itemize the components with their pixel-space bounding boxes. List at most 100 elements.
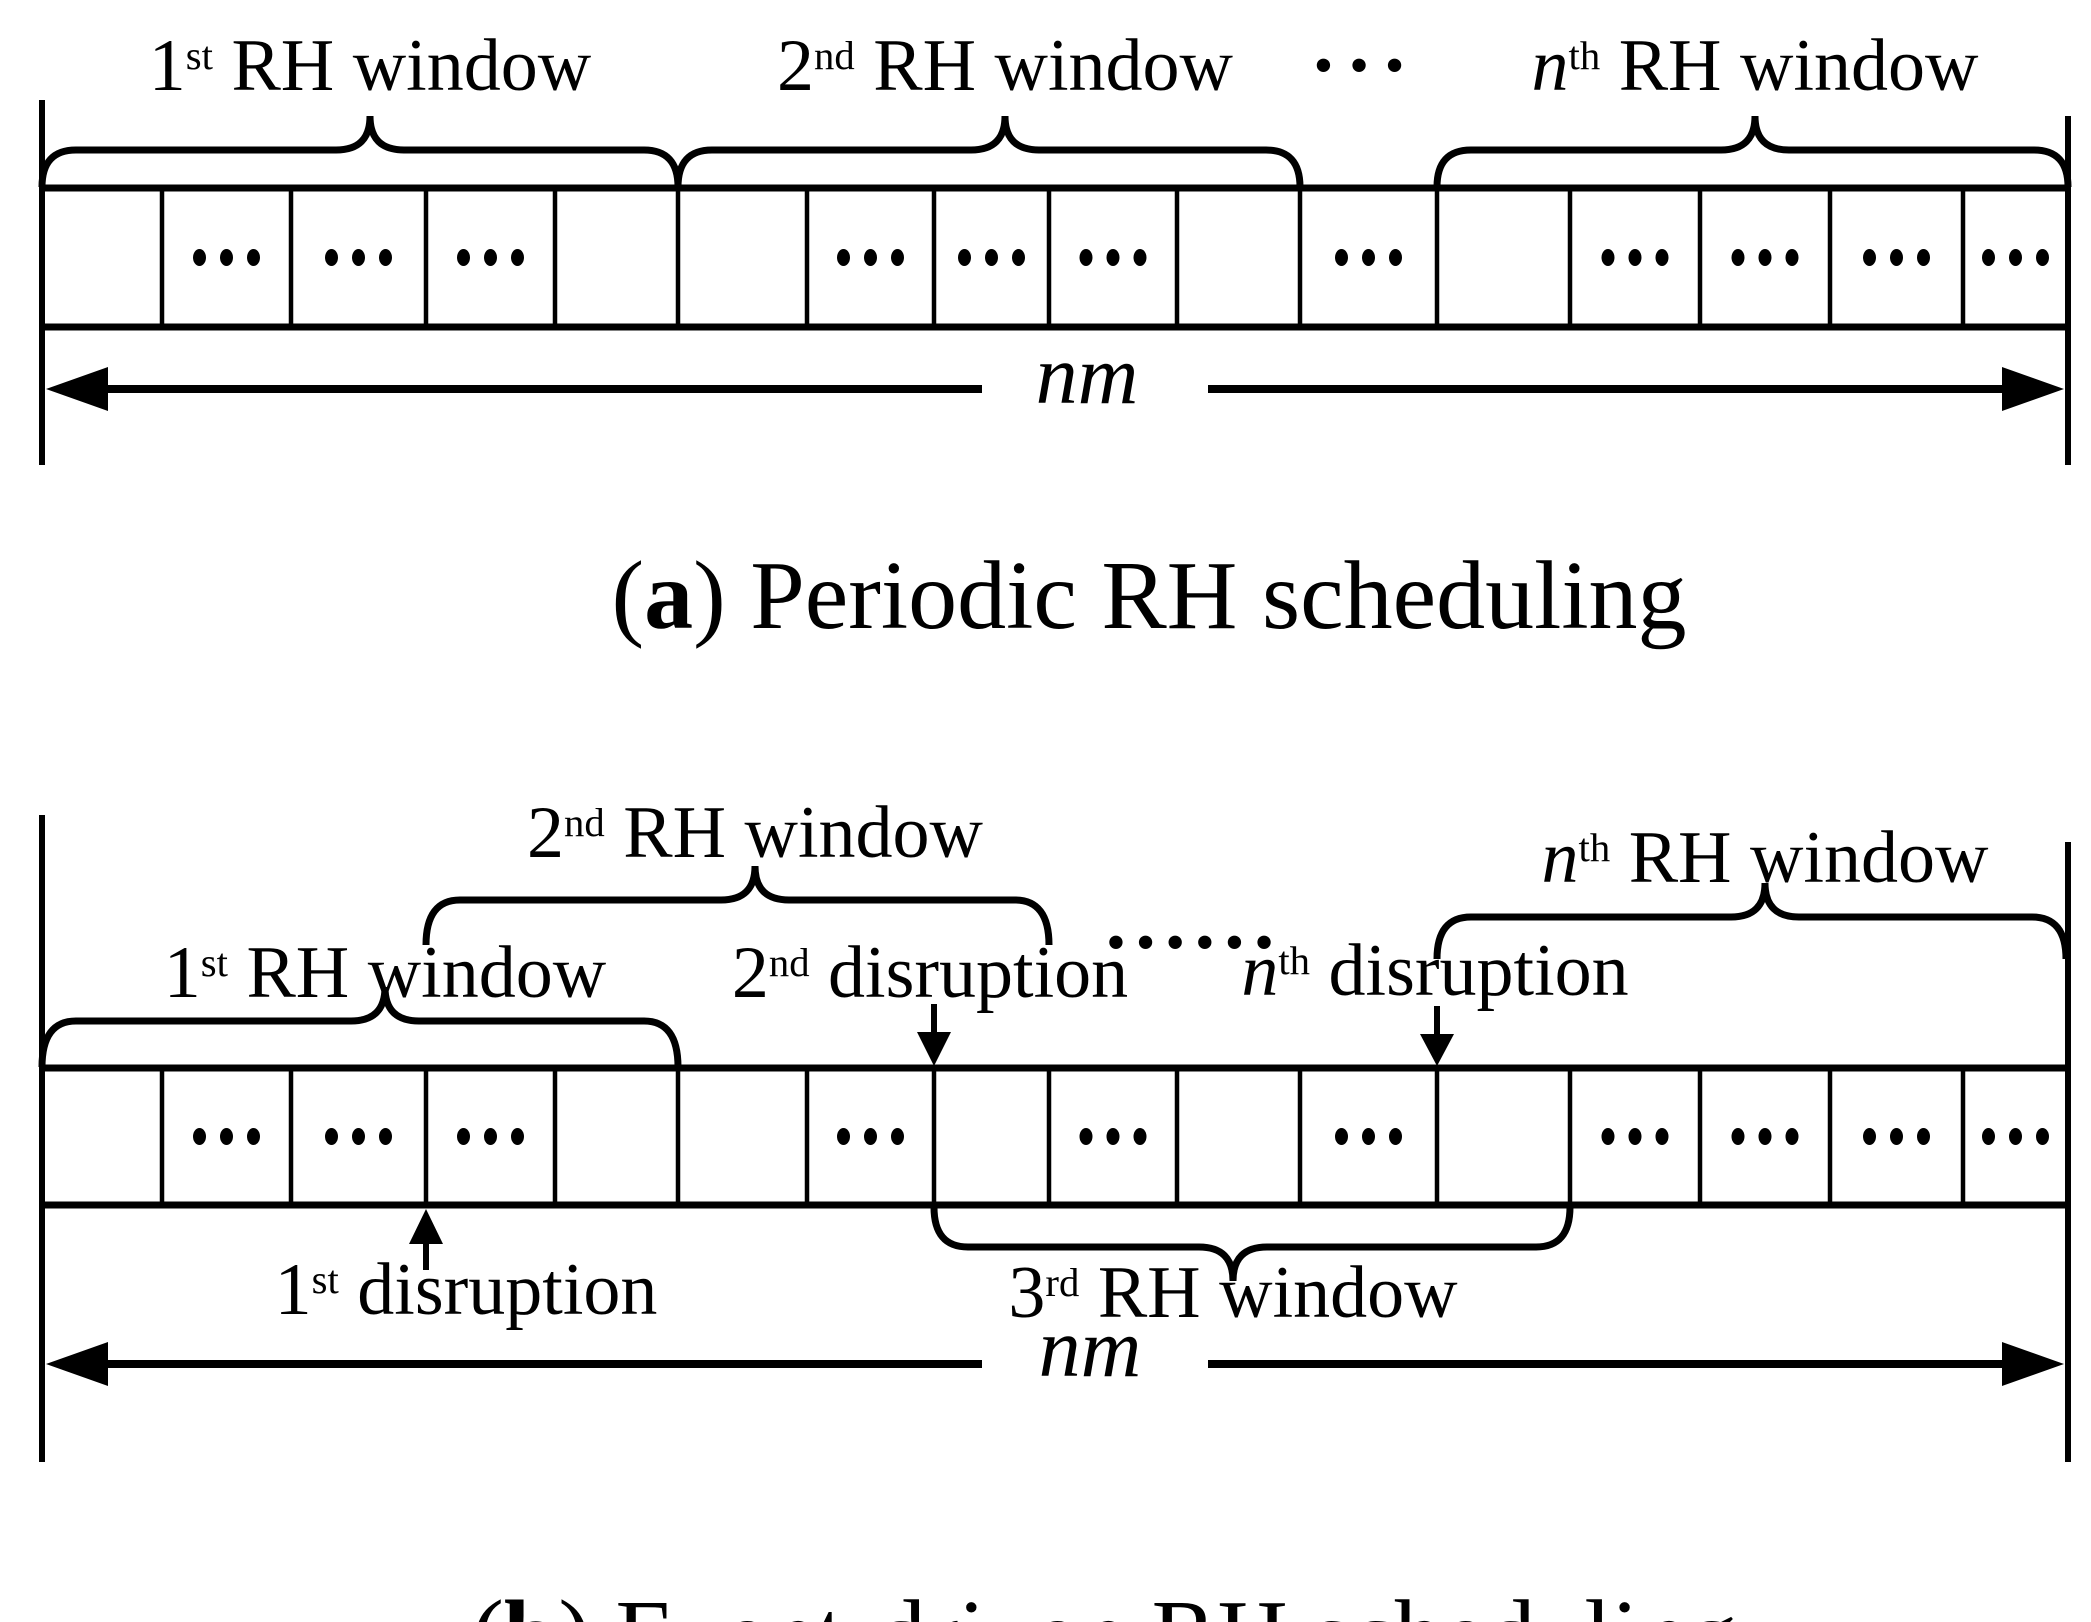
cell-ellipsis-dot — [379, 249, 392, 266]
cell-ellipsis-dot — [1758, 249, 1772, 266]
label-b-window-n: nth RH window — [1541, 817, 1989, 899]
cell-ellipsis-dot — [1917, 249, 1930, 266]
cell-ellipsis-dot — [457, 249, 470, 266]
cell-ellipsis-dot — [325, 1128, 338, 1145]
cell-ellipsis-dot — [220, 249, 233, 266]
cell-ellipsis-dot — [1731, 249, 1745, 266]
brace-b-window-2 — [422, 865, 1053, 946]
cell-ellipsis-dot — [193, 1128, 206, 1145]
cell-ellipsis-dot — [1982, 249, 1995, 266]
brace-a-window-1 — [38, 115, 682, 188]
cell-ellipsis-dot — [1079, 1128, 1093, 1145]
cell-ellipsis-dot — [511, 1128, 524, 1145]
nm-arrow-a — [46, 367, 2064, 411]
cell-borders — [39, 1068, 2071, 1205]
cell-ellipsis-dot — [193, 249, 206, 266]
cell-ellipsis-dot — [1362, 1128, 1375, 1145]
cell-ellipsis-dot — [2036, 1128, 2049, 1145]
cell-ellipsis-dot — [837, 1128, 850, 1145]
cell-ellipsis-dot — [1335, 249, 1348, 266]
arrow-disruption-2 — [917, 1004, 951, 1066]
cell-borders — [39, 188, 2071, 327]
nm-arrow-a-right-head — [2002, 367, 2064, 411]
label-b-window-1: 1st RH window — [163, 932, 607, 1014]
ellipsis-b-between-disruptions: •••••• — [1106, 912, 1284, 974]
cell-ellipsis-dot — [891, 249, 904, 266]
cell-ellipsis-dot — [864, 249, 877, 266]
label-a-window-2: 2nd RH window — [777, 25, 1233, 107]
cell-ellipsis-dot — [1982, 1128, 1995, 1145]
caption-a: (a) Periodic RH scheduling — [611, 542, 1687, 650]
cell-ellipsis-dot — [511, 249, 524, 266]
brace-b-window-n — [1433, 882, 2070, 960]
cell-ellipsis-dot — [484, 249, 497, 266]
timeline-row-a — [39, 184, 2071, 331]
cell-ellipsis-dot — [484, 1128, 497, 1145]
cell-ellipsis-dot — [1785, 249, 1799, 266]
label-a-nm: nm — [1035, 329, 1139, 422]
cell-ellipsis-dot — [379, 1128, 392, 1145]
cell-ellipsis-dot — [1601, 249, 1615, 266]
cell-ellipsis-dot — [1863, 1128, 1876, 1145]
label-b-disruption-1: 1st disruption — [274, 1249, 658, 1331]
cell-ellipsis-dot — [1389, 1128, 1402, 1145]
ellipsis-a-between-windows: ••• — [1313, 35, 1421, 97]
nm-arrow-b — [46, 1342, 2064, 1386]
label-b-window-2: 2nd RH window — [527, 792, 983, 874]
disruption-arrows — [409, 1004, 1454, 1270]
cell-ellipsis-dot — [1731, 1128, 1745, 1145]
nm-arrow-b-left-head — [46, 1342, 108, 1386]
brace-a-window-2 — [674, 115, 1304, 188]
cell-ellipsis-dot — [220, 1128, 233, 1145]
row-border-horizontal — [42, 184, 2068, 331]
label-a-window-n: nth RH window — [1531, 25, 1979, 107]
cell-ellipsis-dot — [1106, 249, 1120, 266]
cell-ellipsis-dot — [1863, 249, 1876, 266]
cell-ellipsis-dot — [247, 1128, 260, 1145]
cell-ellipsis-dot — [1628, 249, 1642, 266]
label-b-disruption-n: nth disruption — [1241, 930, 1629, 1012]
cell-ellipsis-dot — [1079, 249, 1093, 266]
cell-ellipsis-dot — [2009, 1128, 2022, 1145]
label-a-window-1: 1st RH window — [148, 25, 592, 107]
cell-ellipsis-dot — [837, 249, 850, 266]
braces-b — [38, 865, 2070, 1282]
cell-ellipsis-dot — [985, 249, 998, 266]
timeline-row-b — [39, 1064, 2071, 1209]
cell-ellipsis-dot — [891, 1128, 904, 1145]
label-b-disruption-2: 2nd disruption — [731, 932, 1129, 1014]
cell-ellipsis-dot — [1785, 1128, 1799, 1145]
cell-ellipsis-dot — [1601, 1128, 1615, 1145]
cell-ellipsis-dot — [247, 249, 260, 266]
nm-arrow-b-right-head — [2002, 1342, 2064, 1386]
label-b-window-3: 3rd RH window — [1008, 1252, 1458, 1334]
cell-ellipsis-dot — [2009, 249, 2022, 266]
cell-ellipsis-dot — [1758, 1128, 1772, 1145]
cell-ellipsis-dot — [2036, 249, 2049, 266]
cell-ellipsis-dot — [1890, 1128, 1903, 1145]
cell-ellipsis-dot — [1335, 1128, 1348, 1145]
row-border-horizontal — [42, 1064, 2068, 1209]
arrow-disruption-1 — [409, 1209, 443, 1270]
cell-ellipsis-dot — [864, 1128, 877, 1145]
caption-b: (b) Event-driven RH scheduling — [373, 1488, 1737, 1622]
cell-ellipsis-dot — [1890, 249, 1903, 266]
underbrace-b-window-3 — [930, 1206, 1574, 1282]
cell-ellipsis-dot — [325, 249, 338, 266]
label-b-nm: nm — [1038, 1302, 1142, 1395]
cell-ellipsis-dot — [1133, 249, 1147, 266]
arrow-disruption-n — [1420, 1006, 1454, 1066]
brace-b-window-1 — [38, 986, 682, 1068]
cell-ellipsis-dot — [1389, 249, 1402, 266]
cell-ellipsis-dot — [1917, 1128, 1930, 1145]
cell-ellipsis-dot — [1362, 249, 1375, 266]
cell-ellipsis-dot — [1133, 1128, 1147, 1145]
brace-a-window-n — [1433, 115, 2072, 188]
cell-ellipsis-dot — [457, 1128, 470, 1145]
cell-ellipsis-dot — [1628, 1128, 1642, 1145]
cell-ellipsis-dot — [1655, 1128, 1669, 1145]
nm-arrow-a-left-head — [46, 367, 108, 411]
cell-ellipsis-dot — [958, 249, 971, 266]
cell-ellipsis-dot — [352, 249, 365, 266]
